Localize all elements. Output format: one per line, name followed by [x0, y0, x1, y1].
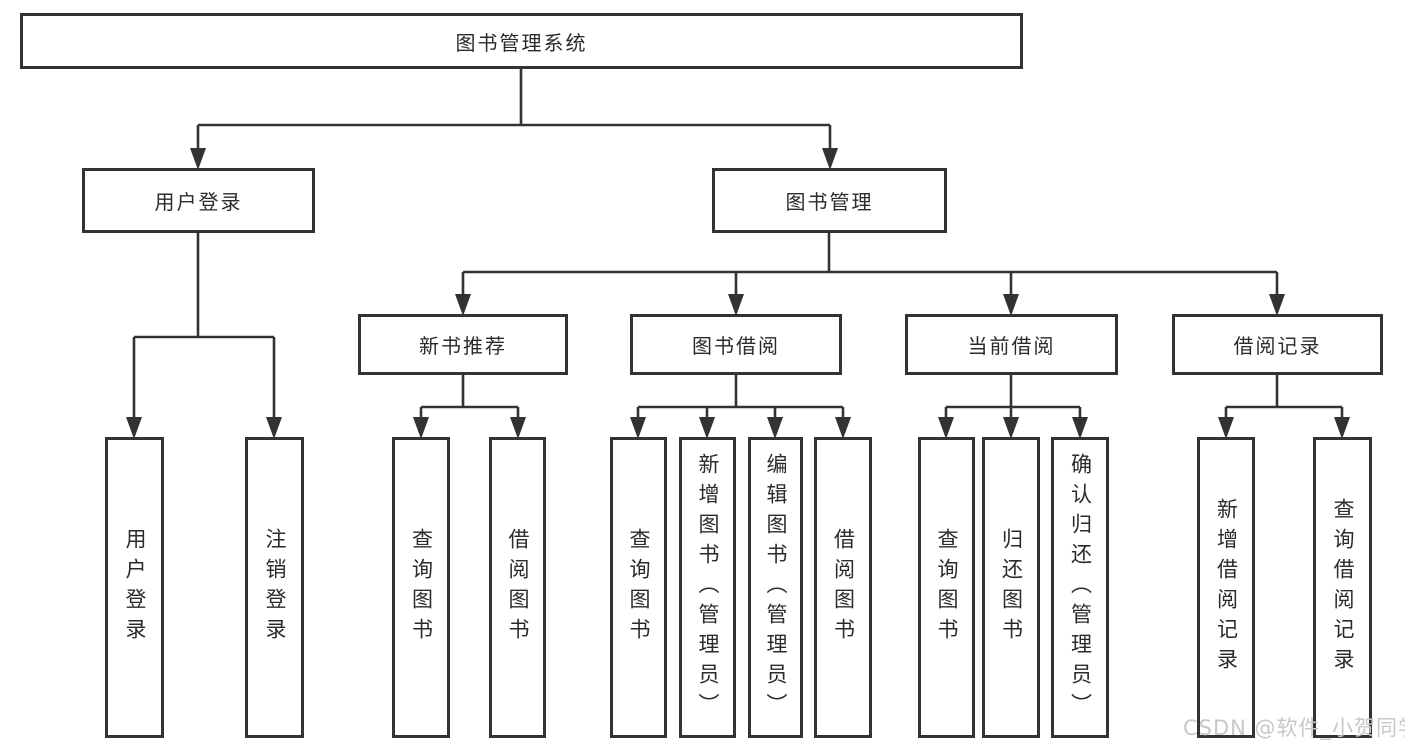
leaf-add-borrow-record: 新增借阅记录	[1197, 437, 1255, 738]
node-label: 查询图书	[627, 527, 651, 648]
node-new-book-recommendation: 新书推荐	[358, 314, 568, 375]
node-label: 新增图书（管理员）	[696, 452, 720, 723]
node-label: 用户登录	[154, 190, 243, 214]
node-label: 当前借阅	[967, 334, 1056, 358]
leaf-query-borrow-record: 查询借阅记录	[1313, 437, 1372, 738]
node-label: 归还图书	[999, 527, 1024, 648]
node-label: 借阅图书	[506, 527, 530, 648]
node-current-borrowing: 当前借阅	[905, 314, 1118, 375]
node-label: 注销登录	[263, 527, 287, 648]
node-label: 确认归还（管理员）	[1068, 452, 1093, 723]
leaf-borrow-books-recommend: 借阅图书	[489, 437, 546, 738]
node-label: 图书管理	[785, 190, 874, 214]
node-library-management-system: 图书管理系统	[20, 13, 1023, 69]
leaf-edit-books-admin: 编辑图书（管理员）	[748, 437, 803, 738]
node-label: 用户登录	[123, 527, 147, 648]
node-label: 查询借阅记录	[1331, 497, 1355, 678]
leaf-add-books-admin: 新增图书（管理员）	[679, 437, 736, 738]
leaf-query-books-current: 查询图书	[918, 437, 975, 738]
node-label: 编辑图书（管理员）	[764, 452, 788, 723]
node-label: 查询图书	[409, 527, 434, 648]
node-label: 新增借阅记录	[1214, 497, 1239, 678]
node-label: 图书借阅	[692, 334, 780, 358]
watermark: CSDN @软件_小贺同学	[1183, 716, 1405, 740]
leaf-confirm-return-admin: 确认归还（管理员）	[1051, 437, 1109, 738]
leaf-return-books: 归还图书	[982, 437, 1040, 738]
node-label: 新书推荐	[419, 334, 507, 358]
node-borrowing-records: 借阅记录	[1172, 314, 1383, 375]
node-label: 查询图书	[935, 527, 959, 648]
node-label: 借阅记录	[1233, 334, 1322, 358]
leaf-query-books-recommend: 查询图书	[392, 437, 450, 738]
node-user-login: 用户登录	[82, 168, 315, 233]
node-label: 图书管理系统	[455, 30, 588, 55]
leaf-query-books-borrow: 查询图书	[610, 437, 667, 738]
arrowhead-icons	[126, 148, 1350, 439]
leaf-user-login: 用户登录	[105, 437, 164, 738]
node-book-management: 图书管理	[712, 168, 947, 233]
node-book-borrowing: 图书借阅	[630, 314, 842, 375]
leaf-borrow-books: 借阅图书	[814, 437, 872, 738]
leaf-logout: 注销登录	[245, 437, 304, 738]
node-label: 借阅图书	[831, 527, 856, 648]
